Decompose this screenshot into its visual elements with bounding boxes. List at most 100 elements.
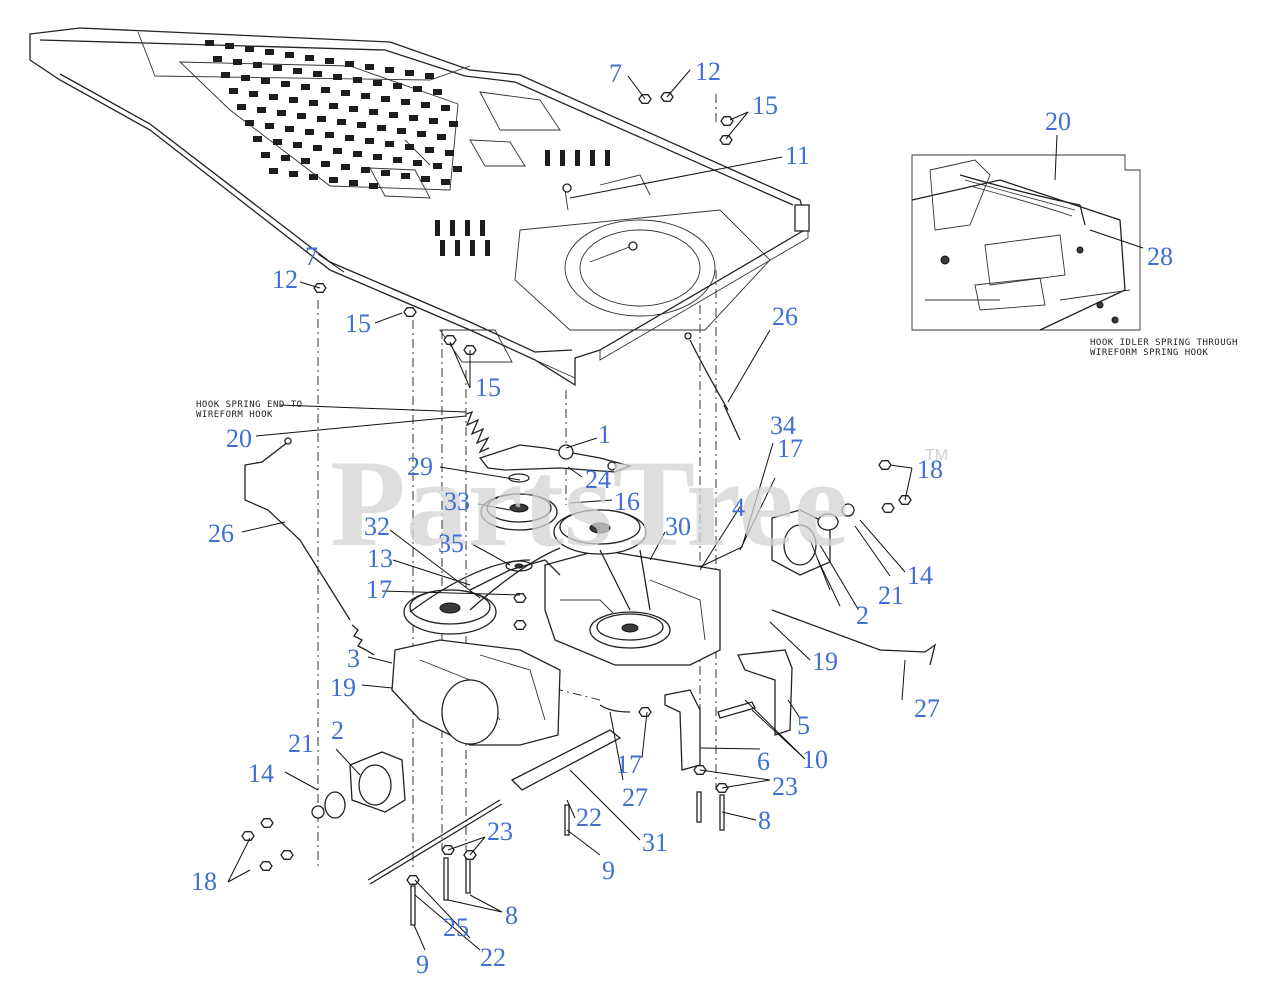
frame-hole: [261, 152, 270, 158]
callout-13: 13: [367, 544, 393, 573]
frame-hole: [329, 177, 338, 183]
callout-29: 29: [407, 452, 433, 481]
hex-nut: [260, 818, 274, 828]
frame-hole: [377, 125, 386, 131]
inset-detail-view: [911, 154, 1141, 331]
frame-hole: [333, 74, 342, 80]
callout-17: 17: [366, 575, 392, 604]
frame-hole: [405, 144, 414, 150]
callout-7: 7: [305, 242, 318, 271]
frame-hole: [413, 86, 422, 92]
frame-hole: [253, 136, 262, 142]
axle-bearing-left: [311, 751, 406, 819]
callout-numbers: 7 12 15 11 20 28 7 12 15 15 26 20 1 34 2…: [191, 57, 1173, 979]
callout-26: 26: [772, 302, 798, 331]
frame-hole: [301, 158, 310, 164]
callout-6: 6: [757, 747, 770, 776]
frame-hole: [413, 160, 422, 166]
frame-hole: [401, 173, 410, 179]
frame-hole: [313, 145, 322, 151]
frame-hole: [321, 87, 330, 93]
callout-31: 31: [642, 828, 668, 857]
hex-nut: [443, 335, 457, 345]
left-transaxle: [391, 559, 561, 746]
frame-hole: [365, 64, 374, 70]
callout-15: 15: [345, 309, 371, 338]
hex-nut: [719, 135, 733, 145]
callout-33: 33: [444, 487, 470, 516]
frame-hole: [365, 138, 374, 144]
frame-slot: [440, 240, 445, 256]
frame-hole: [345, 135, 354, 141]
callout-34: 34: [770, 411, 796, 440]
frame-hole: [285, 52, 294, 58]
frame-hole: [337, 119, 346, 125]
frame-hole: [317, 116, 326, 122]
frame-hole: [369, 183, 378, 189]
callout-2: 2: [331, 716, 344, 745]
frame-hole: [349, 180, 358, 186]
hex-nut: [403, 307, 417, 317]
frame-slot: [575, 150, 580, 166]
frame-slot: [455, 240, 460, 256]
frame-hole: [385, 141, 394, 147]
frame-hole: [373, 80, 382, 86]
frame-hole: [421, 176, 430, 182]
callout-35: 35: [438, 529, 464, 558]
hex-nut: [280, 850, 294, 860]
callout-19: 19: [812, 647, 838, 676]
callout-12: 12: [272, 265, 298, 294]
callout-5: 5: [797, 711, 810, 740]
note-hook-spring-line1: HOOK SPRING END TO: [196, 400, 303, 410]
frame-hole: [349, 106, 358, 112]
frame-hole: [301, 84, 310, 90]
frame-hole: [397, 128, 406, 134]
frame-hole: [393, 157, 402, 163]
frame-slot-holes: [435, 150, 610, 256]
extension-spring-upper: [465, 410, 490, 454]
frame-hole: [277, 110, 286, 116]
frame-hole: [437, 134, 446, 140]
watermark: PartsTree: [330, 435, 849, 572]
hex-nut: [513, 620, 527, 630]
callout-14: 14: [907, 561, 933, 590]
frame-slot: [435, 220, 440, 236]
frame-hole: [293, 142, 302, 148]
frame-hole: [417, 131, 426, 137]
frame-hole: [253, 62, 262, 68]
frame-hole: [425, 147, 434, 153]
frame-hole: [401, 99, 410, 105]
frame-hole: [261, 78, 270, 84]
callout-26: 26: [208, 519, 234, 548]
hex-nut: [881, 503, 895, 513]
frame-slot: [450, 220, 455, 236]
frame-hole: [225, 43, 234, 49]
leader-lines: [227, 69, 1144, 951]
frame-hole: [449, 121, 458, 127]
frame-hole: [265, 49, 274, 55]
hex-nut: [259, 861, 273, 871]
frame-slot: [590, 150, 595, 166]
frame-hole: [289, 97, 298, 103]
hex-nut: [878, 460, 892, 470]
hex-nut: [513, 593, 527, 603]
frame-hole: [405, 70, 414, 76]
frame-hole: [305, 55, 314, 61]
hex-nut: [638, 707, 652, 717]
frame-hole: [241, 75, 250, 81]
frame-grid-holes: [205, 40, 462, 189]
frame-hole: [297, 113, 306, 119]
frame-hole: [281, 155, 290, 161]
frame-hole: [353, 151, 362, 157]
frame-slot: [485, 240, 490, 256]
callout-22: 22: [576, 803, 602, 832]
callout-7: 7: [609, 59, 622, 88]
callout-22: 22: [480, 943, 506, 972]
frame-hole: [361, 167, 370, 173]
callout-25: 25: [443, 913, 469, 942]
right-transaxle: [544, 509, 721, 666]
callout-2: 2: [856, 601, 869, 630]
frame-hole: [265, 123, 274, 129]
callout-24: 24: [585, 465, 611, 494]
